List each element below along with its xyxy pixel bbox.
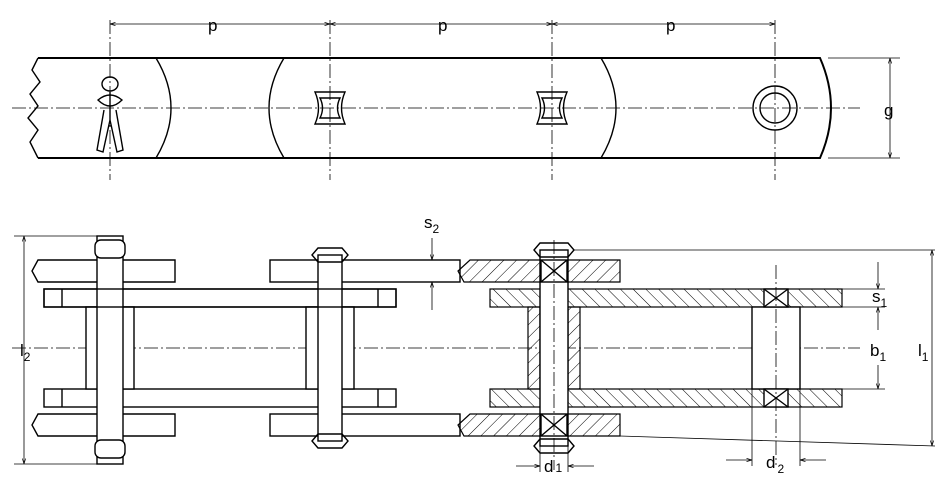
pin-head-icon-2 (535, 91, 569, 125)
cotter-pin-icon (96, 76, 124, 153)
inner-plate-bottom-section (489, 388, 843, 408)
bush-section-right (567, 306, 581, 390)
pin-left (96, 235, 124, 465)
inner-plate-top-section (489, 288, 843, 308)
pitch-label-2: p (438, 16, 447, 35)
bush-ring-icon (752, 85, 798, 131)
outer-plate-top-section (457, 259, 621, 283)
bush-section-left (527, 306, 541, 390)
d1-dimension (516, 446, 594, 472)
l1-label: l1 (918, 341, 929, 364)
outer-plate-top-mid (269, 259, 461, 283)
pitch-label-3: p (666, 16, 675, 35)
pin-mid (317, 254, 343, 442)
pin-head-icon-1 (313, 91, 347, 125)
outer-plate-bottom-mid (269, 413, 461, 437)
top-broken-edge (27, 57, 41, 159)
d2-dimension (726, 389, 826, 466)
pitch-label-1: p (208, 16, 217, 35)
b1-label: b1 (870, 341, 886, 364)
s2-label: s2 (424, 213, 440, 236)
l2-label: l2 (20, 341, 31, 364)
s1-label: s1 (872, 287, 888, 310)
plate-height-dimension (828, 57, 900, 159)
right-dimensions (574, 249, 936, 447)
outer-plate-bottom-section (457, 413, 621, 437)
plate-height-label: g (884, 101, 893, 120)
top-view: p p p g (12, 16, 900, 180)
top-link-end-2 (268, 57, 285, 159)
l2-dimension (14, 235, 97, 465)
inner-plate-bottom-left (43, 388, 397, 408)
